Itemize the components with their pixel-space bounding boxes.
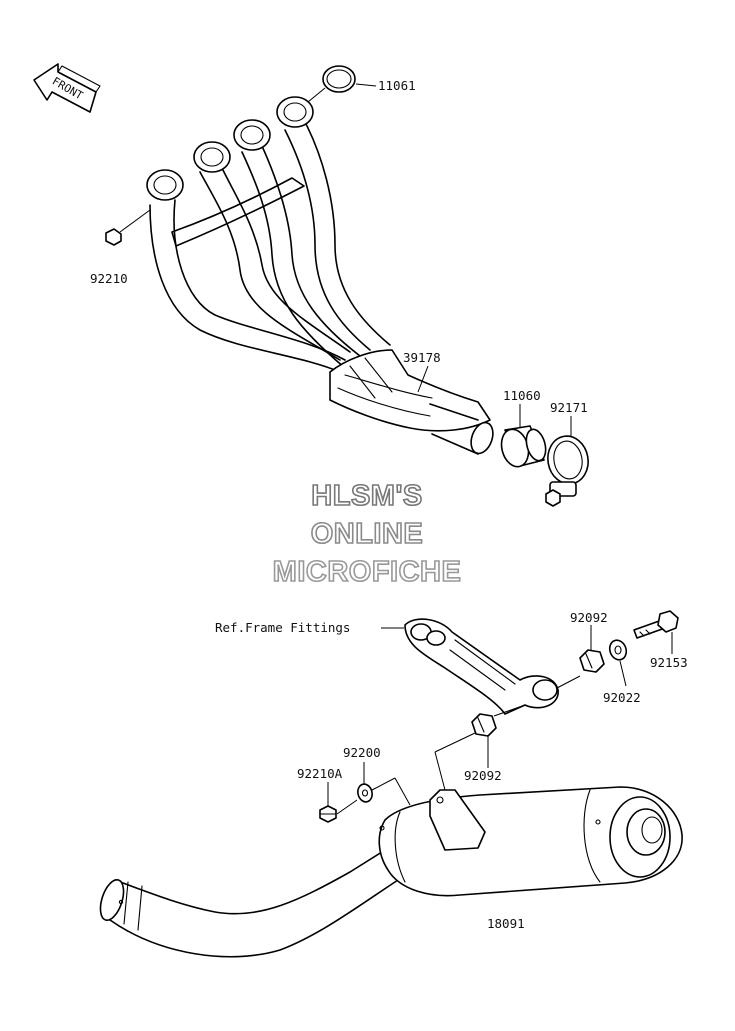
gasket-sleeve-11060	[500, 404, 547, 468]
washer-92022	[608, 639, 628, 687]
muffler-mount-bracket	[381, 618, 581, 715]
part-label-92200: 92200	[343, 745, 381, 760]
part-label-92210A: 92210A	[297, 766, 343, 781]
part-label-39178: 39178	[403, 350, 441, 365]
front-arrow-icon: FRONT	[33, 63, 101, 113]
nut-92210A	[319, 782, 358, 823]
exhaust-header-pipe	[146, 96, 494, 455]
part-label-92092-top: 92092	[570, 610, 608, 625]
part-label-11061: 11061	[378, 78, 416, 93]
part-label-11060: 11060	[503, 388, 541, 403]
damper-92092-top	[579, 625, 605, 673]
part-label-92092-bottom: 92092	[464, 768, 502, 783]
ref-frame-fittings-label: Ref.Frame Fittings	[215, 620, 350, 635]
clamp-92171	[545, 416, 589, 507]
watermark-line2: ONLINE	[311, 518, 424, 550]
part-label-92022: 92022	[603, 690, 641, 705]
damper-92092-bottom	[434, 704, 526, 791]
part-label-92210: 92210	[90, 271, 128, 286]
muffler-18091	[99, 786, 683, 958]
gasket-11061	[307, 65, 377, 103]
bolt-92153	[633, 610, 679, 654]
header-flange	[146, 96, 314, 201]
part-label-18091: 18091	[487, 916, 525, 931]
nut-92210	[105, 209, 151, 246]
washer-92200	[357, 762, 411, 806]
part-label-92153: 92153	[650, 655, 688, 670]
watermark-line1: HLSM'S	[311, 480, 422, 512]
part-label-92171: 92171	[550, 400, 588, 415]
watermark-line3: MICROFICHE	[273, 556, 462, 588]
watermark: HLSM'S ONLINE MICROFICHE	[272, 479, 462, 589]
